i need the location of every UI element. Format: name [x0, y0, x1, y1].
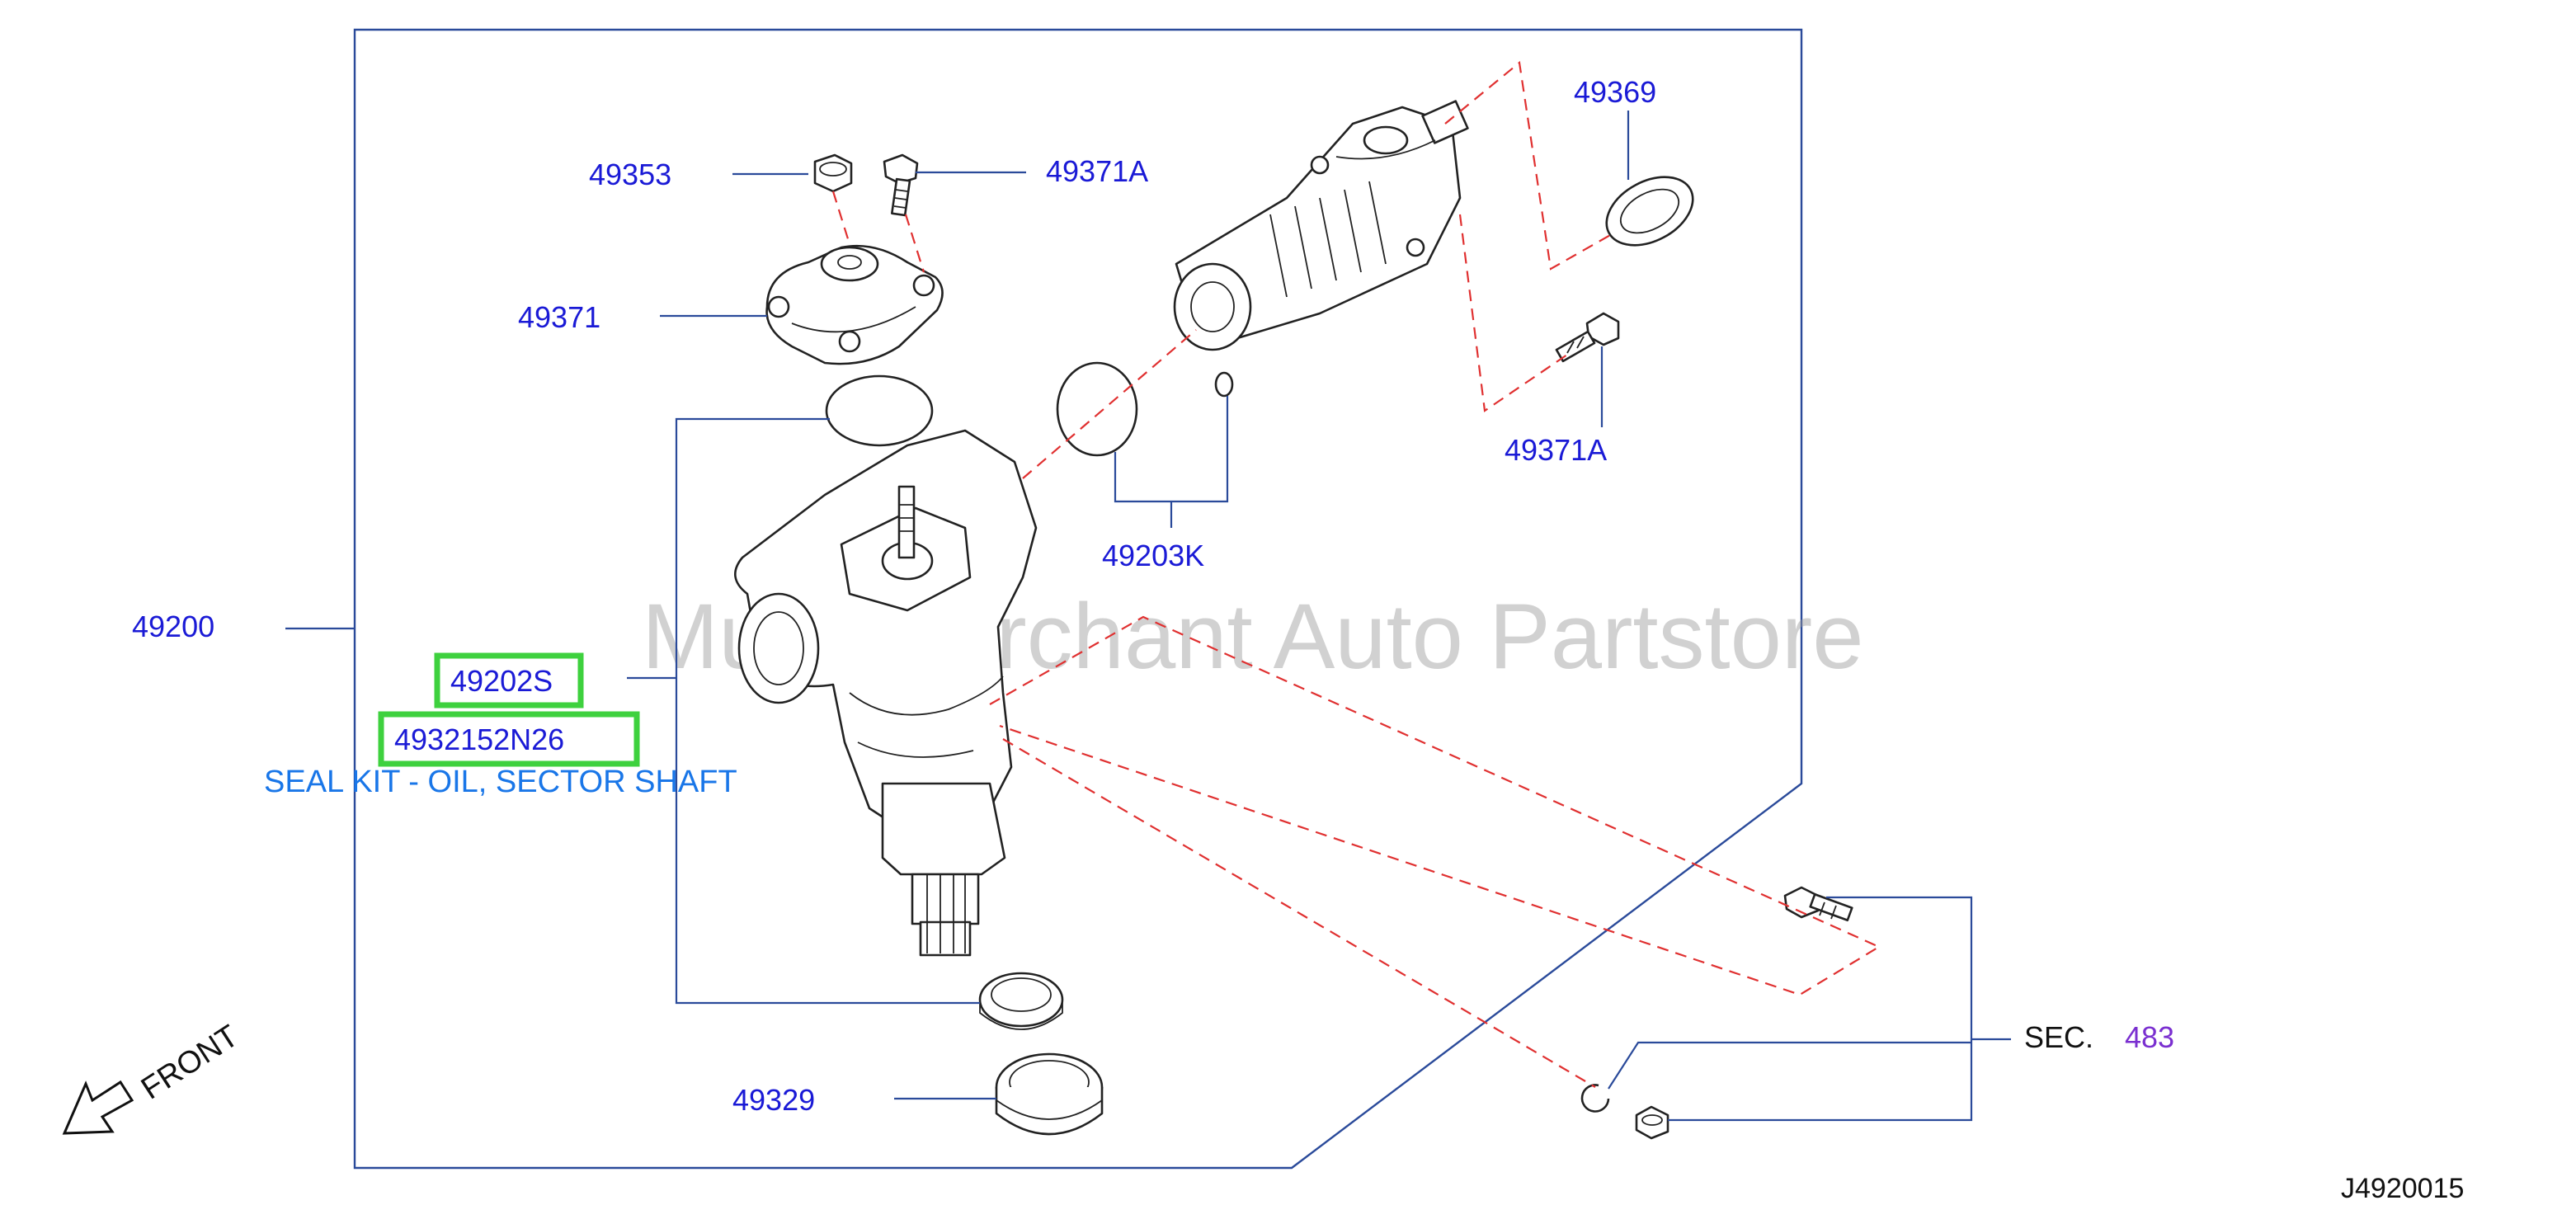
diagram-code: J4920015	[2341, 1173, 2464, 1204]
callout-4932152n26[interactable]: 4932152N26	[394, 723, 564, 756]
highlight-box-4932152n26	[378, 711, 640, 767]
assembly-line-valve	[1022, 329, 1197, 479]
seal-49369-illustration	[1605, 176, 1694, 247]
assembly-line-seal-49369	[1444, 60, 1613, 271]
section-link-483[interactable]: 483	[2125, 1020, 2174, 1054]
assembly-line-nut	[831, 191, 851, 245]
steering-gear-housing-illustration	[734, 429, 1038, 957]
o-ring-small-49203k-illustration	[1214, 371, 1234, 398]
assembly-line-sec483-washer	[1002, 738, 1596, 1088]
callout-49329[interactable]: 49329	[732, 1083, 815, 1117]
front-label: FRONT	[135, 1019, 245, 1107]
leader-sec483	[1608, 896, 2011, 1122]
assembly-line-bolt	[904, 214, 925, 273]
part-description: SEAL KIT - OIL, SECTOR SHAFT	[264, 765, 737, 799]
boot-49329-illustration	[995, 1052, 1104, 1136]
o-ring-cover-illustration	[825, 374, 934, 447]
assembly-line-sec483-bolt	[989, 615, 1881, 996]
assembly-frame	[353, 28, 1803, 1170]
section-label: SEC.	[2024, 1020, 2093, 1054]
callout-49353[interactable]: 49353	[589, 158, 671, 191]
callout-49369[interactable]: 49369	[1574, 75, 1656, 109]
o-ring-large-49203k-illustration	[1056, 361, 1138, 457]
nut-sec483-illustration	[1635, 1105, 1669, 1140]
lock-washer-sec483-illustration	[1580, 1084, 1610, 1113]
bolt-49371a-right-illustration	[1555, 312, 1620, 363]
front-arrow-icon	[62, 1080, 134, 1135]
callout-49202s[interactable]: 49202S	[450, 664, 553, 698]
assembly-line-bolt-right	[1458, 214, 1568, 412]
callout-49371[interactable]: 49371	[518, 300, 600, 334]
callout-49203k[interactable]: 49203K	[1102, 539, 1204, 572]
top-cover-49371-illustration	[765, 244, 944, 365]
flange-bolt-sec483-illustration	[1783, 886, 1853, 922]
bolt-49371a-top-illustration	[883, 153, 919, 217]
nut-49353-illustration	[813, 153, 853, 193]
leader-49203k	[1114, 396, 1229, 528]
callout-49371a-top[interactable]: 49371A	[1046, 154, 1148, 188]
highlight-box-49202s	[434, 652, 584, 709]
callout-49371a-right[interactable]: 49371A	[1505, 433, 1607, 467]
leader-bracket-main	[627, 417, 980, 1005]
seal-ring-illustration	[978, 972, 1064, 1030]
valve-body-illustration	[1173, 100, 1469, 351]
callout-49200[interactable]: 49200	[132, 610, 214, 643]
